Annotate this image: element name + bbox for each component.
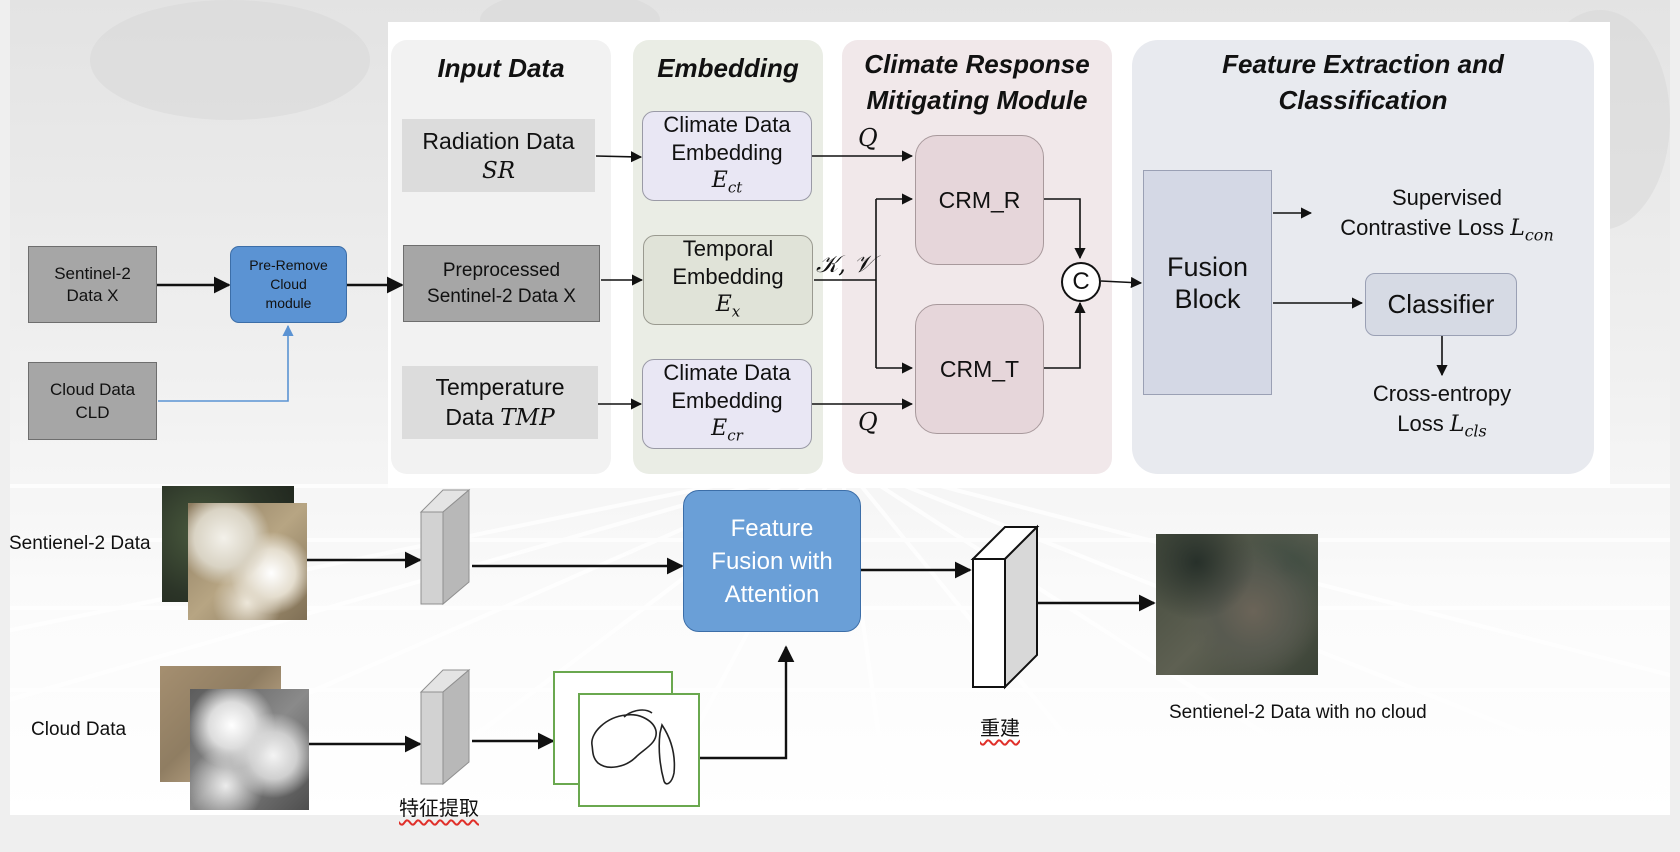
e-ct-base: E	[711, 167, 728, 193]
e-x-sub: x	[731, 302, 741, 321]
temperature-data-box: Temperature Data TMP	[402, 366, 598, 439]
pre-remove-cloud-module: Pre-Remove Cloud module	[230, 246, 347, 323]
preprocessed-sentinel-label: Preprocessed Sentinel-2 Data X	[427, 259, 576, 307]
edge-map-front	[578, 693, 700, 807]
l-cls: Lcls	[1449, 412, 1487, 440]
temporal-embedding-symbol: Ex	[716, 291, 741, 325]
sentinel-data-box-label: Sentinel-2 Data X	[54, 263, 131, 305]
embedding-title: Embedding	[657, 53, 799, 83]
supervised-contrastive-loss: Supervised Contrastive Loss Lcon	[1312, 184, 1582, 250]
slide-outer-margin	[0, 815, 1680, 852]
cloud-data-box-label: Cloud Data CLD	[49, 380, 136, 422]
radiation-data-label: Radiation Data	[422, 127, 575, 154]
crm-title: Climate Response Mitigating Module	[864, 49, 1090, 115]
fusion-block-label: Fusion Block	[1166, 251, 1249, 314]
temporal-embedding: Temporal Embedding Ex	[643, 235, 813, 325]
q-top-label: Q	[858, 124, 878, 152]
crm-t-label: CRM_T	[939, 355, 1020, 382]
e-ct-sub: ct	[727, 178, 743, 197]
temperature-data-word: Data	[445, 404, 494, 430]
climate-embedding-top-label: Climate Data Embedding	[663, 111, 791, 165]
climate-embedding-bottom: Climate Data Embedding Ecr	[642, 359, 812, 449]
cross-entropy-line2-text: Loss	[1397, 411, 1444, 437]
cloud-image-front	[190, 689, 309, 810]
feature-extractor-block-bottom	[419, 668, 471, 786]
classifier-label: Classifier	[1387, 289, 1495, 319]
concat-circle: C	[1061, 262, 1101, 302]
bottom-cloud-label: Cloud Data	[31, 719, 127, 740]
feature-fusion-attention-label: Feature Fusion with Attention	[711, 514, 833, 608]
l-cls-sub: cls	[1464, 421, 1487, 441]
reconstruction-block	[970, 524, 1040, 690]
e-cr-sub: cr	[727, 426, 743, 445]
input-data-title: Input Data	[437, 53, 565, 83]
radiation-data-box: Radiation Data SR	[402, 119, 595, 192]
temperature-symbol: TMP	[500, 405, 555, 431]
kv-label: 𝒦, 𝒱	[816, 250, 874, 278]
feature-extraction-label: 特征提取	[399, 796, 479, 820]
radiation-symbol: SR	[481, 157, 516, 184]
q-bottom-label: Q	[858, 408, 878, 436]
l-con-sub: con	[1524, 225, 1554, 245]
bottom-sentinel-label: Sentienel-2 Data	[9, 533, 151, 554]
cross-entropy-loss: Cross-entropy Loss Lcls	[1342, 380, 1542, 446]
l-cls-base: L	[1449, 412, 1465, 438]
temperature-data-label: Temperature	[435, 374, 565, 400]
crm-r-box: CRM_R	[915, 135, 1044, 265]
crm-r-label: CRM_R	[938, 186, 1021, 213]
temperature-data-line2: Data TMP	[445, 402, 554, 433]
preprocessed-sentinel-box: Preprocessed Sentinel-2 Data X	[403, 245, 600, 322]
e-cr-base: E	[711, 415, 728, 441]
climate-embedding-bottom-label: Climate Data Embedding	[663, 359, 791, 413]
supervised-line2-text: Contrastive Loss	[1340, 215, 1505, 241]
supervised-line1: Supervised	[1391, 185, 1503, 211]
feature-panel: Feature Extraction and Classification	[1132, 40, 1594, 474]
cross-entropy-line1: Cross-entropy	[1372, 381, 1512, 407]
feature-extractor-block-top	[419, 488, 471, 606]
cloud-data-box: Cloud Data CLD	[28, 362, 157, 440]
climate-embedding-top: Climate Data Embedding Ect	[642, 111, 812, 201]
pre-remove-cloud-label: Pre-Remove Cloud module	[249, 257, 328, 311]
output-image-label: Sentienel-2 Data with no cloud	[1169, 702, 1427, 723]
feature-title: Feature Extraction and Classification	[1222, 49, 1504, 115]
cross-entropy-line2: Loss Lcls	[1397, 409, 1487, 446]
output-image	[1156, 534, 1318, 675]
e-x-base: E	[715, 291, 732, 317]
l-con: Lcon	[1510, 216, 1554, 244]
concat-label: C	[1072, 268, 1090, 295]
climate-embedding-bottom-symbol: Ecr	[711, 415, 743, 449]
crm-t-box: CRM_T	[915, 304, 1044, 434]
sentinel-image-front	[188, 503, 307, 620]
feature-fusion-attention-box: Feature Fusion with Attention	[683, 490, 861, 632]
supervised-line2: Contrastive Loss Lcon	[1340, 213, 1554, 250]
l-con-base: L	[1510, 216, 1525, 242]
reconstruction-label: 重建	[980, 716, 1020, 740]
temporal-embedding-label: Temporal Embedding	[672, 235, 784, 289]
fusion-block: Fusion Block	[1143, 170, 1272, 395]
sentinel-data-box: Sentinel-2 Data X	[28, 246, 157, 323]
classifier-box: Classifier	[1365, 273, 1517, 336]
climate-embedding-top-symbol: Ect	[712, 167, 743, 201]
